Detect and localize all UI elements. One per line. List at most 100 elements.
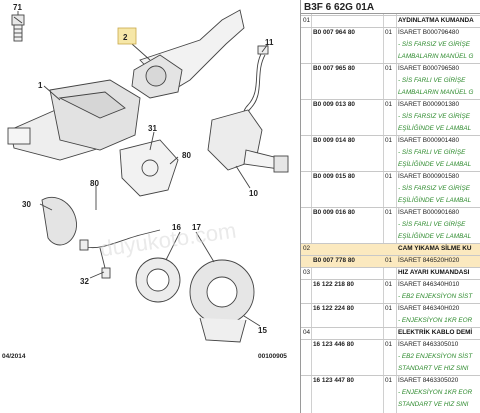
row-quantity: 01: [385, 101, 393, 108]
callout-2-highlight: [117, 27, 137, 45]
diagram-date: 04/2014: [2, 353, 26, 360]
row-description: EŞİLİĞİNDE VE LAMBAL: [398, 233, 472, 240]
row-separator: [301, 279, 480, 280]
light-stalk-assembly-part: [7, 79, 141, 161]
row-separator: [301, 243, 480, 244]
callout-11[interactable]: 11: [265, 38, 274, 47]
row-part-number: B0 009 015 80: [313, 173, 355, 180]
row-separator: [301, 27, 480, 28]
callout-15[interactable]: 15: [258, 326, 267, 335]
catalog-header: B3F 6 62G 01A: [301, 0, 480, 14]
row-part-number: B0 007 778 80: [313, 257, 355, 264]
row-separator: [301, 303, 480, 304]
row-quantity: 01: [385, 341, 393, 348]
row-description: İSARET 846340H020: [398, 305, 460, 312]
row-separator: [301, 339, 480, 340]
row-part-number: B0 009 013 80: [313, 101, 355, 108]
row-description: İSARET 8463305010: [398, 341, 459, 348]
row-part-number: 16 123 447 80: [313, 377, 354, 384]
row-part-number: B0 007 965 80: [313, 65, 355, 72]
row-quantity: 01: [385, 209, 393, 216]
row-description: İSARET B000796480: [398, 29, 459, 36]
row-group-number: 01: [303, 17, 311, 24]
row-description: CAM YIKAMA SİLME KU: [398, 245, 472, 252]
row-separator: [301, 375, 480, 376]
callout-2[interactable]: 2: [123, 33, 128, 42]
row-description: ELEKTRİK KABLO DEMİ: [398, 329, 473, 336]
clock-spring-small-part: [135, 257, 181, 303]
row-description: İSARET B000901680: [398, 209, 459, 216]
row-description: AYDINLATMA KUMANDA: [398, 17, 474, 24]
row-separator: [301, 63, 480, 64]
row-separator: [301, 135, 480, 136]
row-part-number: B0 007 964 80: [313, 29, 355, 36]
column-divider: [396, 14, 397, 413]
callout-16[interactable]: 16: [172, 223, 181, 232]
row-description: - SİS FARSIZ VE GİRİŞE: [398, 185, 470, 192]
row-quantity: 01: [385, 305, 393, 312]
row-part-number: B0 009 016 80: [313, 209, 355, 216]
clock-spring-large-part: [189, 259, 255, 343]
row-part-number: B0 009 014 80: [313, 137, 355, 144]
diagram-code: 00100905: [258, 353, 287, 360]
row-description: - SİS FARSIZ VE GİRİŞE: [398, 41, 470, 48]
row-separator: [301, 267, 480, 268]
row-description: - SİS FARLI VE GİRİŞE: [398, 149, 466, 156]
row-description: İSARET 8463305020: [398, 377, 459, 384]
row-quantity: 01: [385, 29, 393, 36]
row-description: EŞİLİĞİNDE VE LAMBAL: [398, 125, 472, 132]
row-description: - EB2 ENJEKSİYON SİST: [398, 353, 473, 360]
row-description: - ENJEKSİYON 1KR EOR: [398, 389, 473, 396]
row-description: - EB2 ENJEKSİYON SİST: [398, 293, 473, 300]
row-description: - ENJEKSİYON 1KR EOR: [398, 317, 473, 324]
callout-80-a[interactable]: 80: [182, 151, 191, 160]
row-separator: [301, 255, 480, 256]
row-description: HIZ AYARI KUMANDASI: [398, 269, 470, 276]
row-description: İSARET B000901580: [398, 173, 459, 180]
row-part-number: 16 122 224 80: [313, 305, 354, 312]
row-separator: [301, 207, 480, 208]
callout-1[interactable]: 1: [38, 81, 43, 90]
row-description: - SİS FARSIZ VE GİRİŞE: [398, 113, 470, 120]
parts-catalog-panel: B3F 6 62G 01A 01 AYDINLATMA KUMANDA B0 007…: [300, 0, 480, 413]
row-separator: [301, 99, 480, 100]
row-description: EŞİLİĞİNDE VE LAMBAL: [398, 197, 472, 204]
row-quantity: 01: [385, 65, 393, 72]
row-description: LAMBALARIN MANÜEL G: [398, 53, 474, 60]
row-description: İSARET 846520H020: [398, 257, 460, 264]
column-divider: [383, 14, 384, 413]
row-part-number: 16 123 446 80: [313, 341, 354, 348]
exploded-parts-diagram: 71 2 11 1 31 80 80 10 30 16 17 32 15 duy…: [2, 3, 289, 360]
row-group-number: 04: [303, 329, 311, 336]
callout-17[interactable]: 17: [192, 223, 201, 232]
row-description: İSARET B000901380: [398, 101, 459, 108]
row-description: İSARET B000901480: [398, 137, 459, 144]
row-description: LAMBALARIN MANÜEL G: [398, 89, 474, 96]
row-description: İSARET 846340H010: [398, 281, 460, 288]
row-group-number: 03: [303, 269, 311, 276]
row-separator: [301, 327, 480, 328]
wiper-stalk-part: [131, 9, 245, 99]
row-quantity: 01: [385, 137, 393, 144]
callout-32[interactable]: 32: [80, 277, 89, 286]
row-group-number: 02: [303, 245, 311, 252]
row-quantity: 01: [385, 257, 393, 264]
callout-71[interactable]: 71: [13, 3, 22, 12]
callout-30[interactable]: 30: [22, 200, 31, 209]
row-description: STANDART VE HIZ SINI: [398, 365, 469, 372]
row-description: - SİS FARLI VE GİRİŞE: [398, 221, 466, 228]
row-separator: [301, 171, 480, 172]
callout-31[interactable]: 31: [148, 124, 157, 133]
row-part-number: 16 122 218 80: [313, 281, 354, 288]
row-quantity: 01: [385, 377, 393, 384]
row-description: İSARET B000796580: [398, 65, 459, 72]
row-quantity: 01: [385, 281, 393, 288]
row-description: EŞİLİĞİNDE VE LAMBAL: [398, 161, 472, 168]
callout-80-b[interactable]: 80: [90, 179, 99, 188]
row-description: STANDART VE HIZ SINI: [398, 401, 469, 408]
cover-part: [119, 139, 179, 197]
callout-10[interactable]: 10: [249, 189, 258, 198]
half-shell-part: [41, 196, 77, 246]
screw-part: [11, 14, 25, 42]
row-description: - SİS FARLI VE GİRİŞE: [398, 77, 466, 84]
